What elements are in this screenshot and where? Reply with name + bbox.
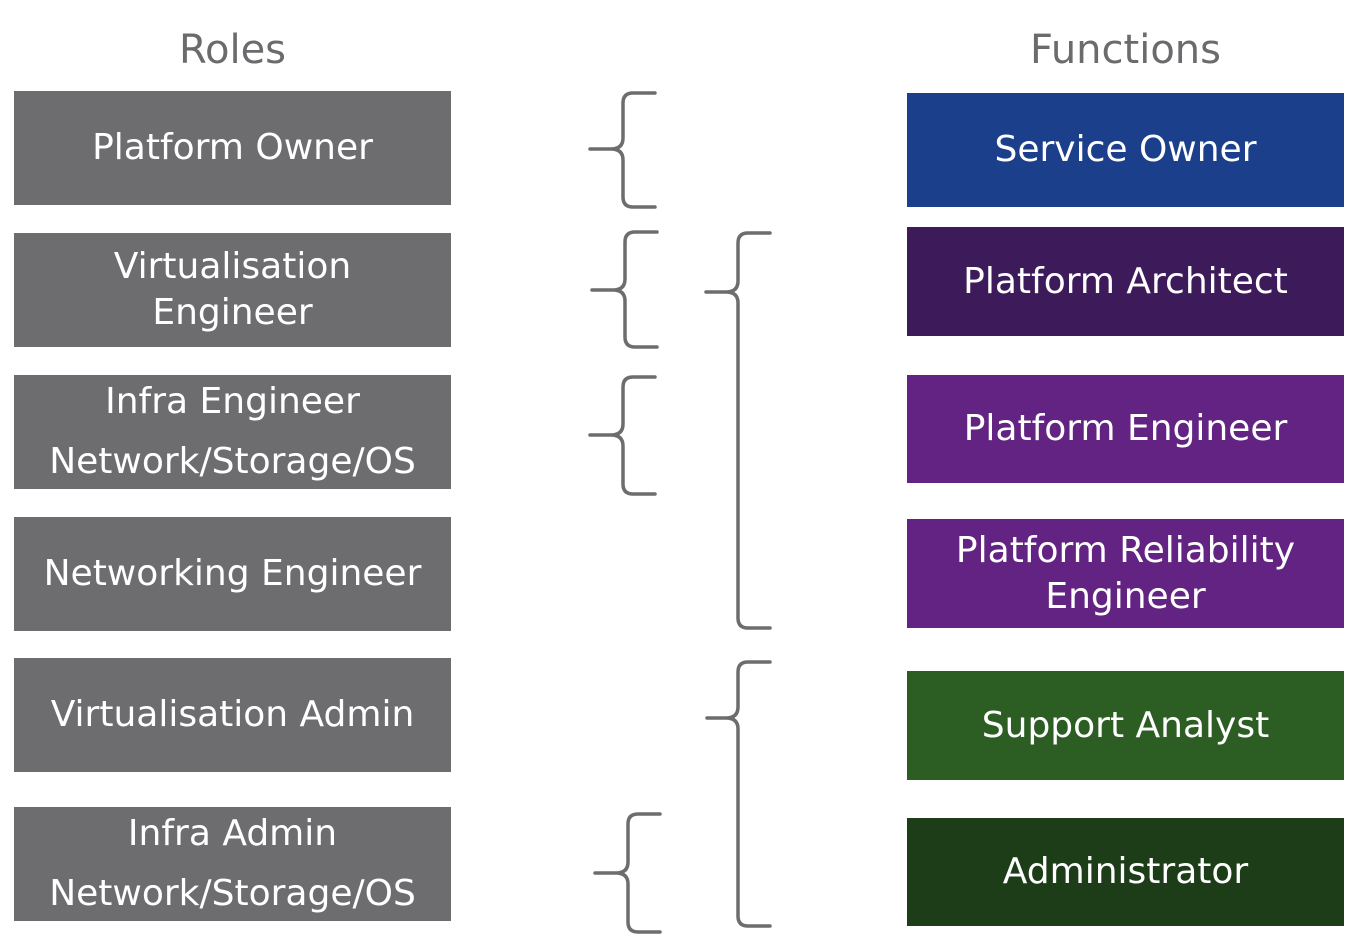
function-box-platform-architect: Platform Architect [907, 227, 1344, 336]
role-box-infra-engineer: Infra Engineer Network/Storage/OS [14, 375, 451, 489]
function-box-platform-reliability-engineer: Platform Reliability Engineer [907, 519, 1344, 628]
bracket-virtualisation-engineer [590, 230, 659, 349]
function-label-line: Administrator [1002, 851, 1249, 892]
bracket-infra-admin [593, 812, 662, 934]
bracket-platform-owner [588, 91, 657, 209]
role-label-line: Platform Owner [92, 127, 373, 168]
functions-heading: Functions [1030, 27, 1221, 73]
bracket-admin-group [705, 660, 772, 928]
function-box-platform-engineer: Platform Engineer [907, 375, 1344, 483]
role-box-virtualisation-engineer: Virtualisation Engineer [14, 233, 451, 347]
role-label-line: Infra Engineer [105, 381, 360, 422]
function-label-line: Support Analyst [981, 704, 1270, 746]
function-label-line: Platform Engineer [963, 408, 1288, 449]
function-box-support-analyst: Support Analyst [907, 671, 1344, 780]
function-label-line: Platform Architect [963, 260, 1288, 302]
role-label-line: Virtualisation Admin [50, 694, 415, 735]
role-label-line: Networking Engineer [43, 553, 422, 594]
role-label-line: Engineer [152, 292, 313, 333]
role-box-infra-admin: Infra Admin Network/Storage/OS [14, 807, 451, 921]
role-box-platform-owner: Platform Owner [14, 91, 451, 205]
role-label-line: Network/Storage/OS [49, 873, 416, 914]
role-label-line: Virtualisation [113, 246, 352, 287]
role-label-line: Infra Admin [127, 813, 338, 854]
function-box-service-owner: Service Owner [907, 93, 1344, 207]
role-box-networking-engineer: Networking Engineer [14, 517, 451, 631]
role-box-virtualisation-admin: Virtualisation Admin [14, 658, 451, 772]
bracket-engineering-group [704, 231, 772, 630]
function-label-line: Engineer [1045, 575, 1206, 617]
function-label-line: Service Owner [994, 129, 1257, 170]
bracket-infra-engineer [588, 375, 657, 496]
role-label-line: Network/Storage/OS [49, 441, 416, 482]
function-box-administrator: Administrator [907, 818, 1344, 926]
function-label-line: Platform Reliability [955, 529, 1296, 571]
roles-heading: Roles [178, 27, 287, 73]
